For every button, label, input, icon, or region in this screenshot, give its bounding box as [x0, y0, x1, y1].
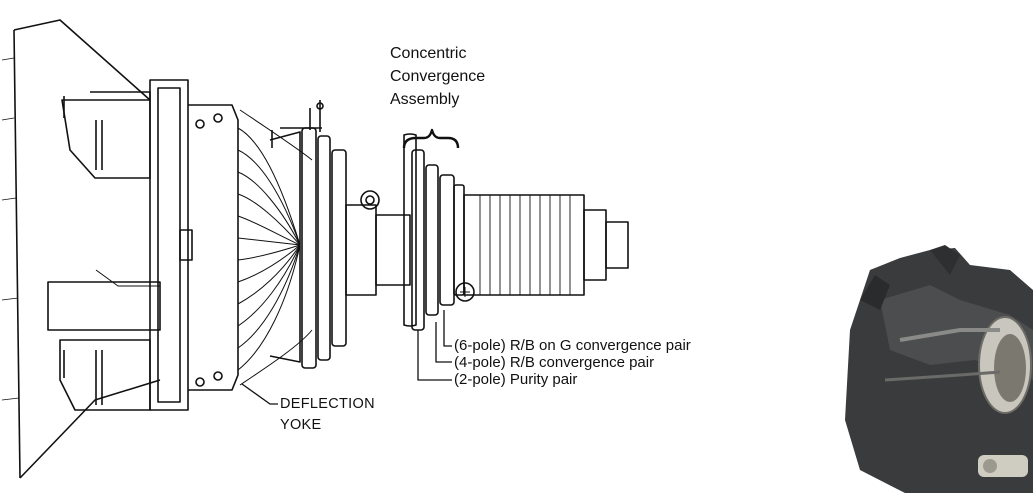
assembly-title-line-3: Assembly	[390, 91, 460, 108]
callout-leaders	[241, 310, 452, 405]
assembly-title: Concentric Convergence Assembly	[390, 42, 485, 111]
assembly-title-line-2: Convergence	[390, 68, 486, 85]
deflection-yoke-label: DEFLECTION YOKE	[280, 394, 375, 436]
callout-4-pole: (4-pole) R/B convergence pair	[454, 354, 655, 371]
deflection-yoke-line-2: YOKE	[280, 417, 322, 433]
crt-neck	[455, 194, 629, 302]
assembly-brace	[402, 128, 460, 149]
deflection-coil-windings	[237, 109, 313, 386]
convergence-rings	[403, 133, 465, 331]
assembly-title-line-1: Concentric	[390, 45, 467, 62]
yoke-rear-rings	[269, 100, 347, 369]
convergence-assembly-photo	[845, 245, 1033, 493]
deflection-yoke-line-1: DEFLECTION	[280, 396, 375, 412]
callout-2-pole: (2-pole) Purity pair	[454, 371, 578, 388]
callout-6-pole: (6-pole) R/B on G convergence pair	[454, 337, 691, 354]
yoke-clamps	[47, 91, 161, 411]
yoke-housing	[149, 79, 239, 411]
neck-clamp	[345, 190, 411, 296]
